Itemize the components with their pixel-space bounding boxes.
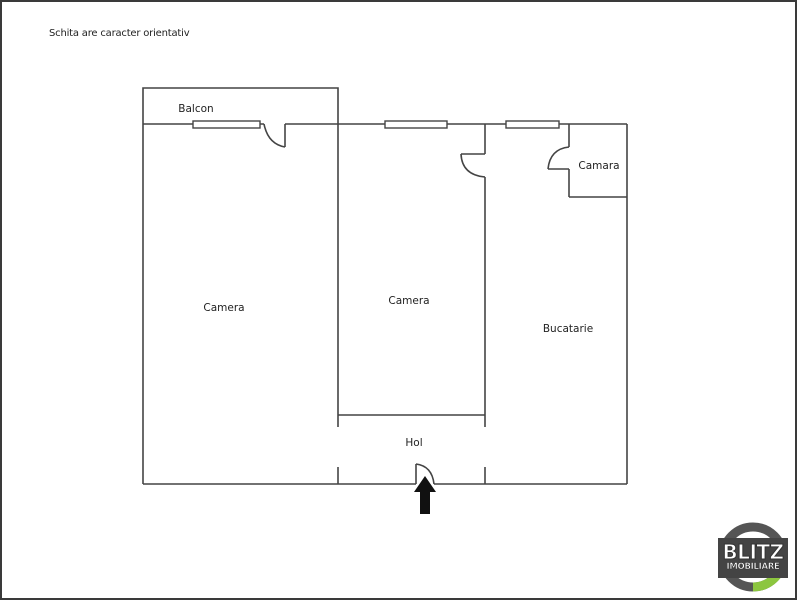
room-label-camera-left: Camera [203,302,245,314]
window-balcon [192,120,261,129]
window-camera-middle [384,120,448,129]
room-label-balcon: Balcon [178,103,214,115]
arrow-up-icon [414,476,436,514]
blitz-logo: BLITZ IMOBILIARE [716,520,790,594]
room-label-hol: Hol [405,437,423,449]
logo-text-imobiliare: IMOBILIARE [726,562,780,573]
room-label-camara: Camara [578,160,620,172]
disclaimer-note: Schita are caracter orientativ [49,28,190,39]
balcony-wall [142,87,339,124]
logo-ring-icon [718,522,788,592]
logo-text-blitz: BLITZ [722,540,785,565]
window-bucatarie [505,120,560,129]
room-label-bucatarie: Bucatarie [542,323,594,335]
room-label-camera-middle: Camera [388,295,430,307]
